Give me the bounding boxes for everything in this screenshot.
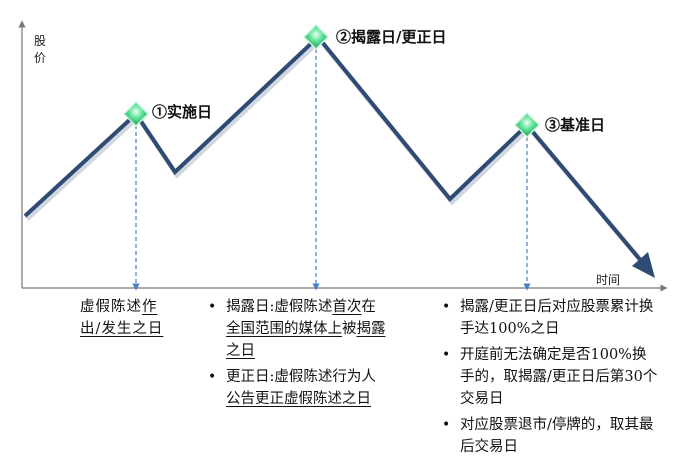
point-label-1: ①实施日 (152, 103, 212, 121)
price-line (23, 34, 644, 264)
x-axis-label: 时间 (596, 273, 620, 287)
col1-text-b: 作 (142, 299, 158, 315)
price-line-arrowhead (632, 252, 655, 278)
price-line-shadow (25, 36, 652, 273)
y-axis-label-1: 股 (34, 34, 46, 48)
base-date-rule-2: 开庭前无法确定是否100%换手的，取揭露/更正日后第30个交易日 (440, 344, 658, 410)
base-date-rule-3: 对应股票退市/停牌的，取其最后交易日 (440, 414, 658, 458)
y-axis-label-2: 价 (34, 51, 46, 65)
col1-text-a: 虚假陈述 (80, 299, 142, 315)
point-label-3: ③基准日 (545, 116, 605, 134)
marker-base-date (513, 111, 541, 139)
point-label-2: ②揭露日/更正日 (336, 28, 446, 46)
col1-text-c: 出/发生之日 (80, 321, 164, 337)
implementation-date-desc: 虚假陈述作 出/发生之日 (80, 296, 190, 340)
marker-disclosure-date (302, 23, 330, 51)
marker-implementation-date (122, 100, 150, 128)
base-date-rule-1: 揭露/更正日后对应股票累计换手达100%之日 (440, 296, 658, 340)
base-date-desc: 揭露/更正日后对应股票累计换手达100%之日 开庭前无法确定是否100%换手的，… (440, 296, 658, 462)
